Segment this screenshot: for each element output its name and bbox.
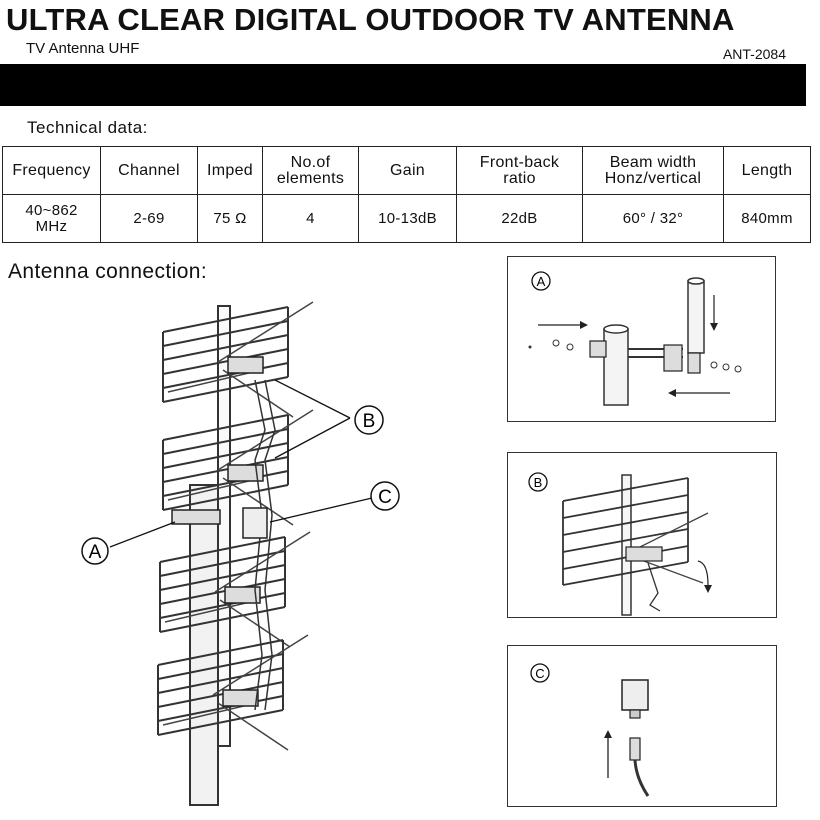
page-title: ULTRA CLEAR DIGITAL OUTDOOR TV ANTENNA bbox=[6, 2, 735, 37]
boom bbox=[217, 305, 231, 747]
mast-pole bbox=[189, 484, 219, 806]
antenna-connection-label: Antenna connection: bbox=[8, 260, 208, 283]
svg-text:B: B bbox=[534, 475, 543, 490]
model-number: ANT-2084 bbox=[722, 46, 786, 62]
spec-value-cell: 2-69 bbox=[100, 194, 198, 243]
panel-b-marker: B bbox=[528, 472, 548, 492]
svg-text:A: A bbox=[537, 274, 546, 289]
antenna-bay-1 bbox=[162, 301, 314, 418]
spec-header-cell: Channel bbox=[100, 146, 198, 195]
spec-value-cell: 22dB bbox=[456, 194, 583, 243]
detail-panel-b: B bbox=[507, 452, 777, 618]
spec-header-cell: Imped bbox=[197, 146, 263, 195]
spec-value-cell: 75 Ω bbox=[197, 194, 263, 243]
spec-value-cell: 840mm bbox=[723, 194, 811, 243]
panel-c-marker: C bbox=[530, 663, 550, 683]
technical-data-label: Technical data: bbox=[27, 118, 148, 137]
detail-panel-a: A bbox=[507, 256, 776, 422]
antenna-bay-4 bbox=[157, 634, 309, 751]
spec-value-cell: 60° / 32° bbox=[582, 194, 724, 243]
svg-text:B: B bbox=[363, 411, 376, 432]
callout-b: B bbox=[354, 405, 384, 435]
svg-text:C: C bbox=[535, 666, 544, 681]
callout-c: C bbox=[370, 481, 400, 511]
page-subtitle: TV Antenna UHF bbox=[26, 40, 140, 57]
spec-value-cell: 4 bbox=[262, 194, 359, 243]
detail-panel-c: C bbox=[507, 645, 777, 807]
spec-value-cell: 10-13dB bbox=[358, 194, 457, 243]
svg-text:A: A bbox=[89, 542, 102, 563]
panel-a-marker: A bbox=[531, 271, 551, 291]
spec-header-cell: Length bbox=[723, 146, 811, 195]
spec-header-cell: Gain bbox=[358, 146, 457, 195]
callout-a: A bbox=[81, 537, 109, 565]
spec-header-cell: Frequency bbox=[2, 146, 101, 195]
antenna-bay-3 bbox=[159, 531, 311, 648]
antenna-illustration: A B C bbox=[81, 301, 400, 806]
mount-bracket bbox=[171, 509, 221, 525]
balun bbox=[242, 507, 268, 539]
svg-text:C: C bbox=[378, 487, 392, 508]
antenna-bay-2 bbox=[162, 409, 314, 526]
header-bar bbox=[0, 64, 806, 106]
